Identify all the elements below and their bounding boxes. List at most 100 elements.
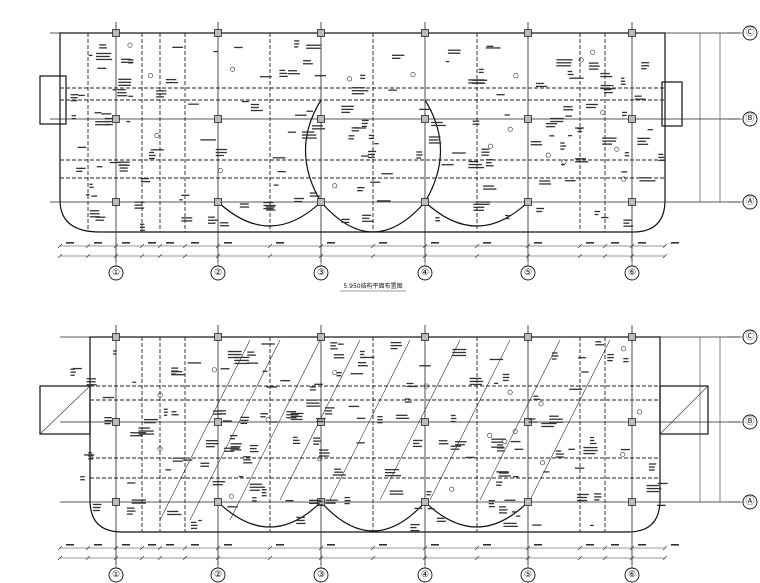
annotation-mark xyxy=(483,188,497,190)
annotation-mark xyxy=(337,343,344,345)
lower-column-gridlines xyxy=(115,325,633,565)
annotation-mark xyxy=(362,220,374,222)
annotation-mark xyxy=(623,222,630,224)
annotation-mark xyxy=(80,479,85,481)
annotation-mark xyxy=(455,441,467,443)
annotation-mark xyxy=(310,389,316,391)
annotation-mark xyxy=(634,98,646,100)
structural-column xyxy=(214,198,222,206)
annotation-mark xyxy=(556,65,571,67)
annotation-mark xyxy=(126,513,133,515)
column-axis-bubble: ③ xyxy=(313,261,329,281)
structural-column xyxy=(421,29,429,37)
annotation-mark xyxy=(240,419,249,422)
annotation-mark xyxy=(543,471,550,473)
dimension-tick xyxy=(139,545,145,551)
annotation-mark xyxy=(163,411,168,413)
annotation-mark xyxy=(637,143,649,145)
dimension-tick xyxy=(662,555,668,561)
dimension-tick xyxy=(57,253,63,259)
callout-marker xyxy=(614,146,620,152)
dimension-tick xyxy=(157,243,163,249)
annotation-mark xyxy=(595,344,605,346)
callout-marker xyxy=(154,133,160,139)
annotation-mark xyxy=(468,79,485,81)
annotation-mark xyxy=(104,423,111,425)
annotation-mark xyxy=(271,421,278,423)
annotation-mark xyxy=(301,131,315,133)
annotation-mark xyxy=(227,356,239,359)
structural-column xyxy=(112,198,120,206)
annotation-mark xyxy=(481,151,490,153)
dimension-tick xyxy=(182,555,188,561)
upper-row-axis-bubbles: ⒸⒷⒶ xyxy=(728,25,758,210)
annotation-mark xyxy=(600,84,614,87)
annotation-mark xyxy=(213,50,218,53)
annotation-mark xyxy=(410,526,417,529)
annotation-mark xyxy=(498,509,508,511)
annotation-mark xyxy=(600,216,609,219)
annotation-mark xyxy=(354,127,367,129)
dimension-tick xyxy=(157,555,163,561)
annotation-mark xyxy=(223,450,235,452)
annotation-mark xyxy=(496,94,505,96)
annotation-mark xyxy=(294,43,300,45)
annotation-mark xyxy=(86,378,96,380)
annotation-mark xyxy=(551,352,558,354)
annotation-mark xyxy=(112,350,117,352)
annotation-mark xyxy=(316,420,324,423)
annotation-mark xyxy=(88,458,93,460)
structural-column xyxy=(524,333,532,341)
annotation-mark xyxy=(272,157,286,159)
annotation-mark xyxy=(536,210,543,213)
annotation-mark xyxy=(624,155,630,157)
upper-arches xyxy=(217,99,529,233)
annotation-mark xyxy=(313,443,320,445)
annotation-mark xyxy=(118,161,130,163)
annotation-mark xyxy=(549,415,559,417)
annotation-mark xyxy=(511,511,516,513)
annotation-mark xyxy=(88,452,93,454)
annotation-mark xyxy=(351,90,369,92)
annotation-mark xyxy=(357,187,365,189)
annotation-mark xyxy=(138,430,154,432)
annotation-mark xyxy=(126,120,131,123)
annotation-mark xyxy=(504,499,516,501)
annotation-mark xyxy=(435,217,440,219)
annotation-mark xyxy=(84,454,95,456)
callout-marker xyxy=(600,110,606,116)
annotation-mark xyxy=(156,93,167,95)
annotation-mark xyxy=(419,365,431,367)
annotation-mark xyxy=(586,106,596,109)
structural-column xyxy=(112,115,120,123)
annotation-mark xyxy=(359,356,366,359)
annotation-mark xyxy=(205,440,218,442)
annotation-mark xyxy=(555,456,564,458)
annotation-mark xyxy=(121,61,134,63)
annotation-mark xyxy=(496,471,509,473)
annotation-mark xyxy=(491,438,506,440)
annotation-mark xyxy=(620,448,630,451)
annotation-mark xyxy=(306,405,320,407)
annotation-mark xyxy=(239,206,250,208)
annotation-mark xyxy=(144,421,156,424)
annotation-mark xyxy=(396,414,408,416)
annotation-mark xyxy=(351,130,360,132)
callout-marker xyxy=(507,126,513,132)
annotation-mark xyxy=(332,474,346,476)
annotation-mark xyxy=(465,456,475,459)
annotation-mark xyxy=(301,134,317,136)
annotation-mark xyxy=(191,521,197,524)
annotation-mark xyxy=(219,225,230,227)
annotation-mark xyxy=(294,46,299,48)
annotation-mark xyxy=(600,87,616,90)
annotation-mark xyxy=(215,151,227,154)
annotation-mark xyxy=(450,420,456,423)
structural-column xyxy=(524,115,532,123)
annotation-mark xyxy=(586,103,598,106)
structural-column xyxy=(112,418,120,426)
callout-marker xyxy=(423,383,429,389)
structural-column xyxy=(524,29,532,37)
lower-columns xyxy=(112,333,636,506)
annotation-mark xyxy=(117,95,128,97)
